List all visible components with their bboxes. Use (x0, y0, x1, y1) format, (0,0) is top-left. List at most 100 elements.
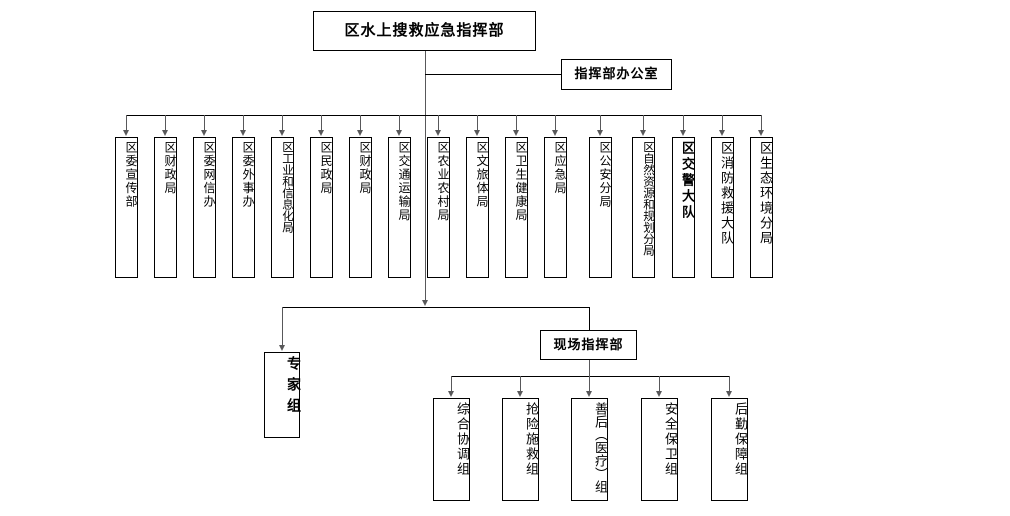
node-site-command: 现场指挥部 (540, 330, 637, 360)
node-member-unit-16: 区消防救援大队 (711, 137, 734, 278)
node-member-unit-14: 区自然资源和规划分局 (632, 137, 655, 278)
connector-member-drop-5 (282, 115, 283, 131)
node-member-unit-12-label: 区应急局 (553, 141, 567, 195)
node-main-command: 区水上搜救应急指挥部 (313, 11, 536, 51)
connector-site-command-drop (589, 307, 590, 330)
connector-lower-bus (282, 307, 590, 308)
connector-member-drop-14 (643, 115, 644, 131)
node-member-unit-7: 区财政局 (349, 137, 372, 278)
connector-member-arrow-2 (161, 130, 168, 136)
connector-member-bus (126, 115, 761, 116)
connector-member-arrow-11 (512, 130, 519, 136)
connector-member-arrow-1 (122, 130, 129, 136)
connector-member-arrow-9 (434, 130, 441, 136)
node-member-unit-11-label: 区卫生健康局 (514, 141, 528, 222)
node-member-unit-4: 区委外事办 (232, 137, 255, 278)
connector-member-drop-12 (555, 115, 556, 131)
connector-member-arrow-16 (718, 130, 725, 136)
connector-member-drop-10 (477, 115, 478, 131)
node-member-unit-12: 区应急局 (544, 137, 567, 278)
node-member-unit-13: 区公安分局 (589, 137, 612, 278)
node-member-unit-6-label: 区民政局 (319, 141, 333, 195)
node-member-unit-17-label: 区生态环境分局 (758, 141, 773, 246)
node-member-unit-13-label: 区公安分局 (598, 141, 612, 209)
connector-office-branch (425, 74, 561, 75)
connector-member-drop-9 (438, 115, 439, 131)
connector-workgroup-drop-5 (729, 376, 730, 392)
connector-member-arrow-14 (639, 130, 646, 136)
node-member-unit-9: 区农业农村局 (427, 137, 450, 278)
connector-workgroup-bus (451, 376, 729, 377)
node-member-unit-17: 区生态环境分局 (750, 137, 773, 278)
connector-main-trunk (425, 51, 426, 301)
connector-member-drop-8 (399, 115, 400, 131)
node-member-unit-15-label: 区交警大队 (680, 141, 695, 221)
connector-member-arrow-6 (317, 130, 324, 136)
connector-member-arrow-13 (596, 130, 603, 136)
node-member-unit-10-label: 区文旅体局 (475, 141, 489, 209)
connector-workgroup-arrow-3 (585, 391, 592, 397)
node-member-unit-8: 区交通运输局 (388, 137, 411, 278)
connector-member-arrow-17 (757, 130, 764, 136)
connector-workgroup-arrow-5 (725, 391, 732, 397)
connector-member-arrow-3 (200, 130, 207, 136)
connector-member-arrow-12 (551, 130, 558, 136)
connector-member-drop-11 (516, 115, 517, 131)
node-member-unit-2: 区财政局 (154, 137, 177, 278)
node-work-group-5-label: 后勤保障组 (733, 402, 748, 477)
connector-member-arrow-10 (473, 130, 480, 136)
node-work-group-2: 抢险施救组 (502, 398, 539, 501)
node-member-unit-11: 区卫生健康局 (505, 137, 528, 278)
connector-member-drop-17 (761, 115, 762, 131)
node-member-unit-9-label: 区农业农村局 (436, 141, 450, 222)
node-work-group-4: 安全保卫组 (641, 398, 678, 501)
connector-workgroup-drop-2 (520, 376, 521, 392)
connector-member-arrow-5 (278, 130, 285, 136)
node-member-unit-4-label: 区委外事办 (241, 141, 255, 209)
connector-member-drop-1 (126, 115, 127, 131)
connector-member-drop-6 (321, 115, 322, 131)
node-member-unit-7-label: 区财政局 (358, 141, 372, 195)
node-member-unit-14-label: 区自然资源和规划分局 (642, 141, 654, 256)
connector-workgroup-arrow-2 (516, 391, 523, 397)
connector-member-drop-16 (722, 115, 723, 131)
node-command-office: 指挥部办公室 (561, 59, 672, 90)
node-member-unit-5-label: 区工业和信息化局 (281, 141, 293, 233)
connector-member-drop-13 (600, 115, 601, 131)
node-member-unit-16-label: 区消防救援大队 (719, 141, 734, 246)
connector-main-trunk-arrow (421, 300, 428, 306)
node-member-unit-3: 区委网信办 (193, 137, 216, 278)
node-work-group-1-label: 综合协调组 (455, 402, 470, 477)
connector-member-arrow-8 (395, 130, 402, 136)
connector-member-arrow-7 (356, 130, 363, 136)
node-member-unit-1-label: 区委宣传部 (124, 141, 138, 209)
node-work-group-4-label: 安全保卫组 (663, 402, 678, 477)
connector-member-arrow-4 (239, 130, 246, 136)
node-member-unit-10: 区文旅体局 (466, 137, 489, 278)
node-work-group-2-label: 抢险施救组 (524, 402, 539, 477)
node-expert-group-label: 专家组 (285, 356, 300, 419)
node-work-group-3-label: 善后（医疗）组 (593, 402, 608, 493)
node-work-group-3: 善后（医疗）组 (571, 398, 608, 501)
connector-workgroup-drop-1 (451, 376, 452, 392)
node-member-unit-8-label: 区交通运输局 (397, 141, 411, 222)
node-member-unit-2-label: 区财政局 (163, 141, 177, 195)
connector-expert-arrow (278, 345, 285, 351)
node-work-group-5: 后勤保障组 (711, 398, 748, 501)
connector-workgroup-arrow-4 (655, 391, 662, 397)
connector-member-drop-15 (683, 115, 684, 131)
connector-expert-drop (282, 307, 283, 346)
connector-member-arrow-15 (679, 130, 686, 136)
node-member-unit-1: 区委宣传部 (115, 137, 138, 278)
connector-site-command-stem (589, 360, 590, 376)
connector-member-drop-4 (243, 115, 244, 131)
node-member-unit-15: 区交警大队 (672, 137, 695, 278)
connector-member-drop-3 (204, 115, 205, 131)
node-member-unit-5: 区工业和信息化局 (271, 137, 294, 278)
node-work-group-1: 综合协调组 (433, 398, 470, 501)
node-expert-group: 专家组 (264, 352, 300, 438)
node-member-unit-6: 区民政局 (310, 137, 333, 278)
connector-member-drop-2 (165, 115, 166, 131)
connector-member-drop-7 (360, 115, 361, 131)
